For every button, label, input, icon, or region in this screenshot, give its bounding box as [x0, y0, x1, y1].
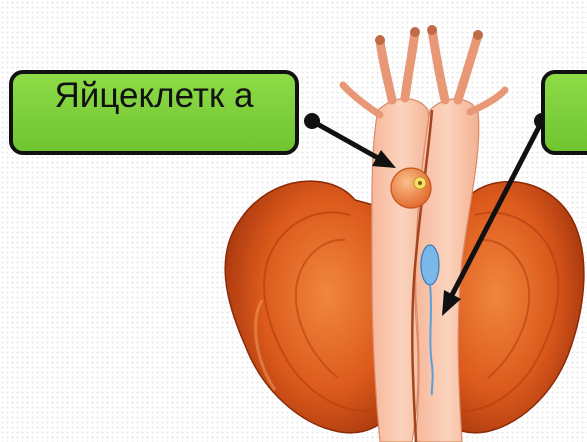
egg-cell	[391, 168, 431, 208]
left-shell	[225, 181, 395, 433]
sperm-cell-label-box	[541, 70, 587, 155]
egg-cell-label: Яйцеклетк а	[13, 76, 295, 115]
egg-cell-label-box: Яйцеклетк а	[9, 70, 299, 155]
